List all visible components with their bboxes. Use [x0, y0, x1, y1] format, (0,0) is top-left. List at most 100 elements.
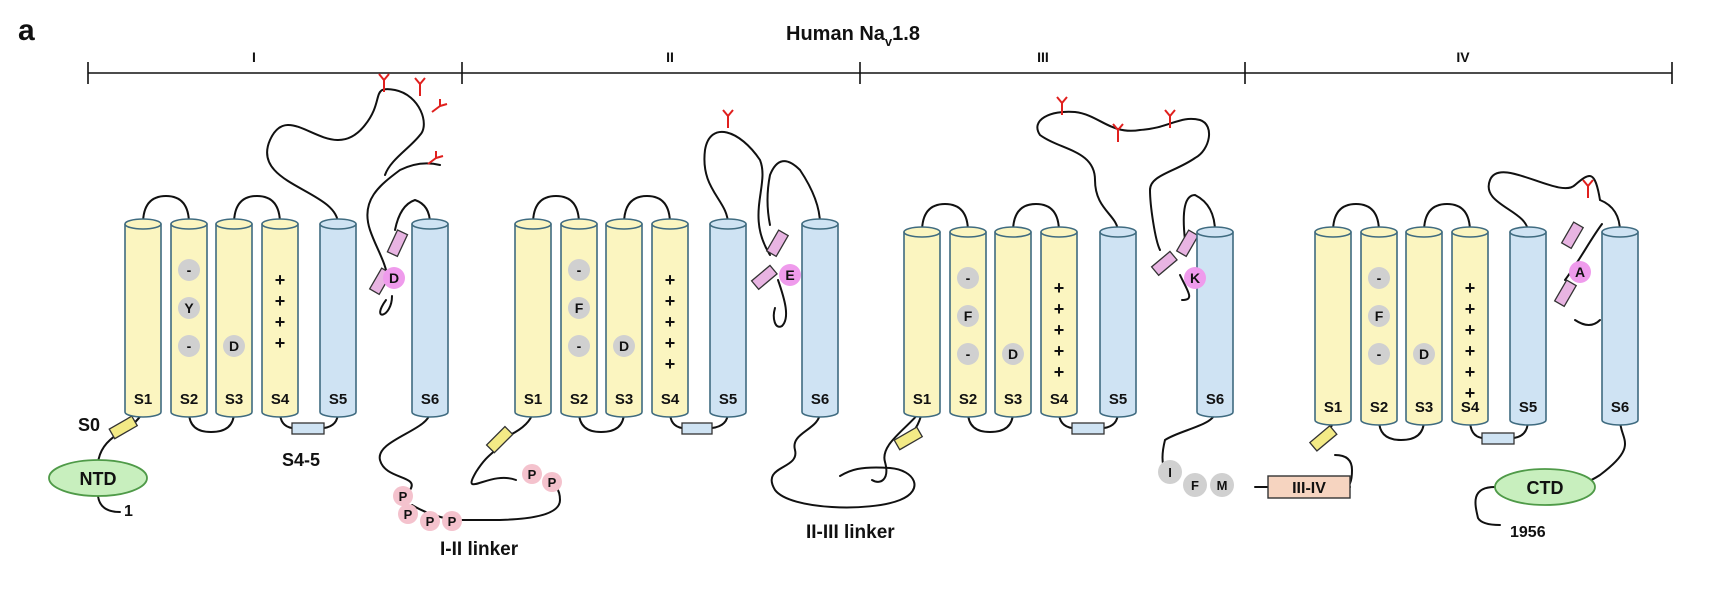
s2-residue: - — [966, 270, 971, 286]
s4-gating-charge: + — [1465, 299, 1476, 319]
s45-helix — [681, 422, 713, 435]
glycosylation-icon — [414, 77, 426, 96]
phospho-site: P — [522, 464, 542, 484]
cylinder-s4-domain-2: S4+++++ — [651, 218, 689, 418]
s2-residue: - — [577, 262, 582, 278]
segment-label: S6 — [421, 391, 439, 408]
s4-gating-charge: + — [1054, 299, 1065, 319]
s3-residue: D — [619, 338, 629, 354]
s4-gating-charge: + — [1054, 320, 1065, 340]
ntd-ellipse — [48, 459, 148, 497]
svg-text:P: P — [426, 514, 435, 529]
s4-gating-charge: + — [275, 291, 286, 311]
svg-text:P: P — [548, 475, 557, 490]
segment-label: S4 — [661, 391, 680, 408]
selectivity-filter: D E K A — [383, 261, 1591, 289]
domain-label-iv: IV — [1456, 49, 1470, 65]
segment-label: S4 — [1050, 391, 1069, 408]
filter-residue-iv: A — [1575, 264, 1585, 280]
linker-helix — [485, 425, 514, 454]
s45-label: S4-5 — [282, 450, 320, 470]
cylinder-s3-domain-2: S3 D — [605, 218, 643, 418]
segment-label: S4 — [1461, 399, 1480, 416]
ctd-ellipse — [1494, 468, 1596, 506]
s2-residue: - — [187, 338, 192, 354]
segment-label: S2 — [180, 391, 198, 408]
iii-iv-linker-box — [1267, 475, 1351, 499]
s4-gating-charge: + — [275, 312, 286, 332]
glycosylation-icon — [722, 109, 734, 128]
ifm-f: F — [1191, 478, 1199, 493]
cylinder-s1-domain-1: S1 — [124, 218, 162, 418]
segment-label: S1 — [913, 391, 931, 408]
s2-residue: - — [1377, 346, 1382, 362]
s4-gating-charge: + — [1054, 362, 1065, 382]
segment-label: S1 — [1324, 399, 1342, 416]
s2-residue: - — [1377, 270, 1382, 286]
phospho-site: P — [398, 504, 418, 524]
panel-label: a — [18, 14, 35, 47]
cylinder-s4-domain-4: S4++++++ — [1451, 226, 1489, 426]
segment-label: S2 — [570, 391, 588, 408]
title-subscript: v — [885, 34, 893, 49]
cylinder-s5-domain-4: S5 — [1509, 226, 1547, 426]
cylinder-s4-domain-1: S4++++ — [261, 218, 299, 418]
cylinder-s6-domain-4: S6 — [1601, 226, 1639, 426]
iii-iv-linker-label: III-IV — [1292, 480, 1326, 497]
cylinder-s6-domain-2: S6 — [801, 218, 839, 418]
glycosylation-sites — [378, 73, 1594, 198]
linker-helix — [1308, 424, 1338, 452]
n-terminus-number: 1 — [124, 503, 133, 520]
glycosylation-icon — [1582, 179, 1594, 198]
s4-gating-charge: + — [665, 354, 676, 374]
figure-title: Human Nav1.8 — [786, 23, 920, 49]
i-ii-linker-label: I-II linker — [440, 539, 519, 560]
segment-label: S1 — [134, 391, 152, 408]
phospho-site: P — [393, 486, 413, 506]
s4-gating-charge: + — [665, 333, 676, 353]
s45-helix — [1071, 422, 1105, 435]
glycosylation-icon — [1056, 96, 1068, 115]
s4-gating-charge: + — [1054, 278, 1065, 298]
cylinder-s1-domain-4: S1 — [1314, 226, 1352, 426]
cylinder-s1-domain-3: S1 — [903, 226, 941, 418]
segment-label: S2 — [1370, 399, 1388, 416]
cylinder-s2-domain-2: S2-F- — [560, 218, 598, 418]
cylinder-s3-domain-1: S3D — [215, 218, 253, 418]
title-tail: 1.8 — [892, 23, 920, 45]
segment-label: S3 — [1415, 399, 1433, 416]
s4-gating-charge: + — [1465, 383, 1476, 403]
s4-gating-charge: + — [665, 270, 676, 290]
filter-residue-ii: E — [785, 267, 794, 283]
cylinder-s3-domain-3: S3D — [994, 226, 1032, 418]
s4-gating-charge: + — [1465, 278, 1476, 298]
s4-gating-charge: + — [275, 270, 286, 290]
cylinder-s5-domain-2: S5 — [709, 218, 747, 418]
ifm-motif: I F M — [1158, 460, 1234, 497]
segment-label: S3 — [225, 391, 243, 408]
glycosylation-icon — [427, 151, 444, 165]
cylinder-s5-domain-3: S5 — [1099, 226, 1137, 418]
segment-label: S2 — [959, 391, 977, 408]
segment-label: S5 — [1519, 399, 1537, 416]
segment-label: S4 — [271, 391, 290, 408]
domain-label-iii: III — [1037, 49, 1049, 65]
segment-label: S5 — [719, 391, 737, 408]
segment-label: S6 — [1611, 399, 1629, 416]
ntd-label: NTD — [80, 469, 117, 489]
linker-helix — [893, 426, 924, 451]
s4-gating-charge: + — [1465, 341, 1476, 361]
phospho-site: P — [442, 511, 462, 531]
cylinder-s5-domain-1: S5 — [319, 218, 357, 418]
cylinder-s4-domain-3: S4+++++ — [1040, 226, 1078, 418]
phospho-site: P — [420, 511, 440, 531]
svg-text:P: P — [528, 467, 537, 482]
cylinder-s6-domain-1: S6 — [411, 218, 449, 418]
s4-gating-charge: + — [1465, 362, 1476, 382]
s3-residue: D — [1419, 346, 1429, 362]
s45-helix — [1481, 432, 1515, 445]
segment-label: S3 — [615, 391, 633, 408]
ifm-m: M — [1217, 478, 1228, 493]
